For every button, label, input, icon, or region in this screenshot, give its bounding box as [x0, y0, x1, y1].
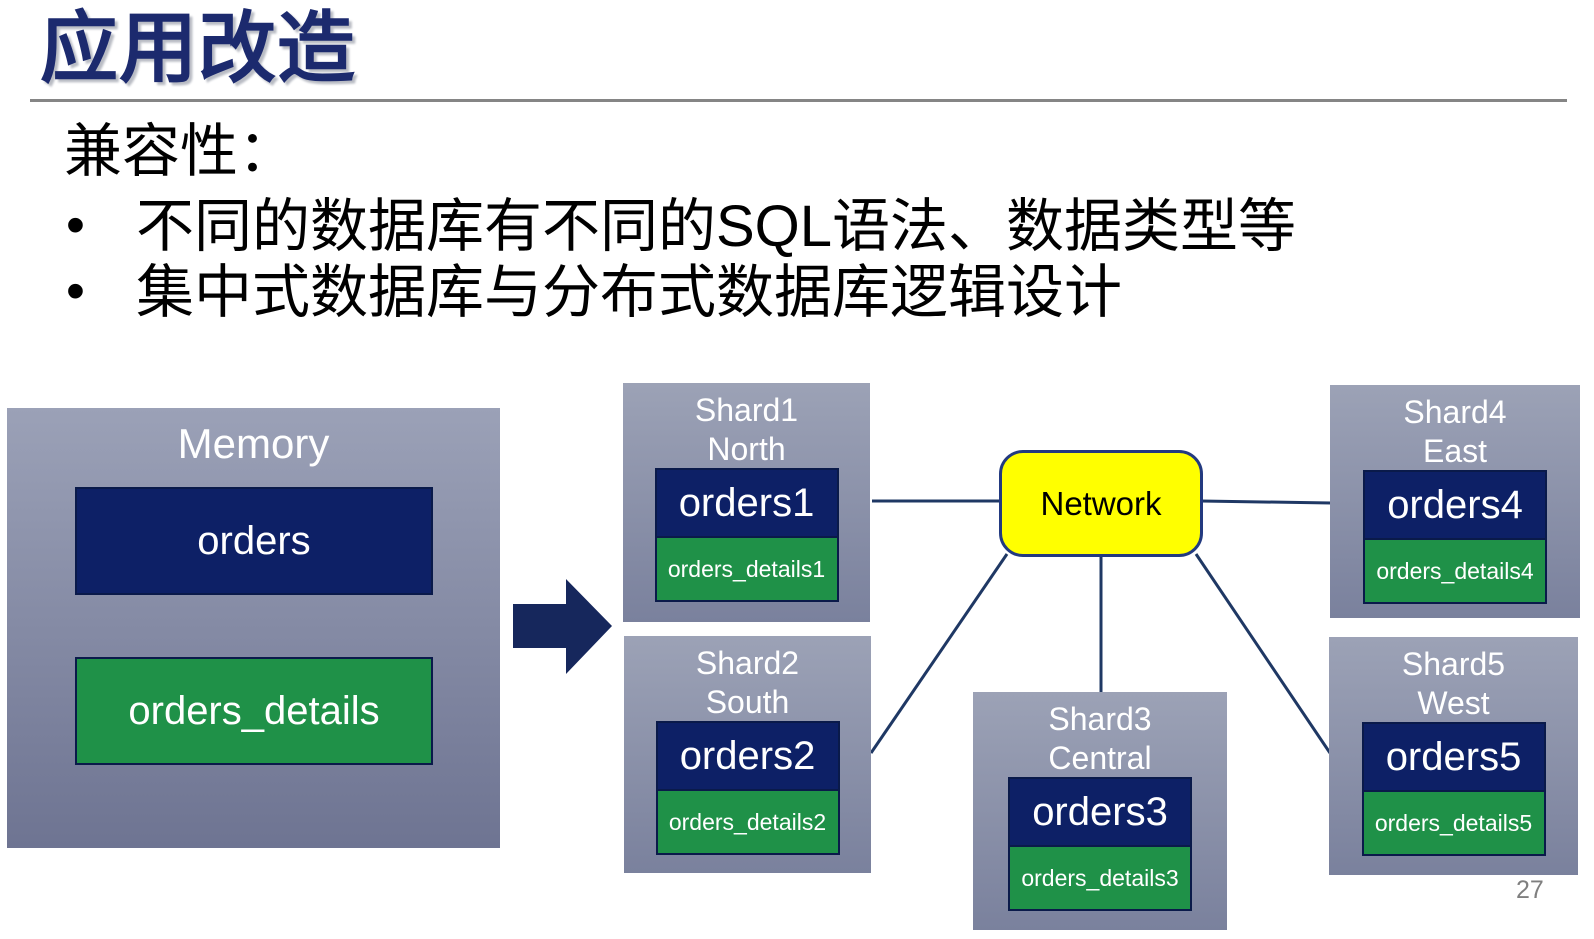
shard-details-table: orders_details4 — [1363, 538, 1547, 604]
shard-title: Shard5 West — [1329, 637, 1578, 723]
network-node: Network — [999, 450, 1203, 557]
shard-orders-table: orders1 — [654, 468, 839, 538]
shard-tables: orders3 orders_details3 — [1008, 777, 1192, 911]
shard-orders-table: orders5 — [1361, 722, 1546, 792]
shard-orders-table: orders4 — [1363, 470, 1547, 540]
shard-name: Shard3 — [1048, 701, 1152, 737]
shard-region: East — [1422, 433, 1488, 469]
shard-title: Shard1 North — [623, 383, 870, 469]
shard-tables: orders2 orders_details2 — [655, 721, 840, 855]
right-block-arrow-icon — [513, 579, 612, 674]
body-text-block: 兼容性： 不同的数据库有不同的SQL语法、数据类型等 集中式数据库与分布式数据库… — [64, 116, 1296, 326]
shard-region: South — [705, 684, 790, 720]
shard-box-4: Shard4 East orders4 orders_details4 — [1330, 385, 1580, 618]
shard-orders-table: orders2 — [655, 721, 840, 791]
page-number: 27 — [1516, 876, 1544, 904]
shard-region: West — [1417, 685, 1490, 721]
compatibility-heading: 兼容性： — [64, 119, 297, 184]
shard-tables: orders1 orders_details1 — [654, 468, 839, 602]
shard-orders-table: orders3 — [1008, 777, 1192, 847]
shard-name: Shard5 — [1401, 646, 1506, 682]
shard-title: Shard3 Central — [973, 692, 1227, 778]
shard-name: Shard1 — [694, 392, 799, 428]
shard-details-table: orders_details3 — [1008, 845, 1192, 911]
shard-title: Shard2 South — [624, 636, 871, 722]
shard-box-1: Shard1 North orders1 orders_details1 — [623, 383, 870, 622]
shard-region: North — [707, 431, 786, 467]
page-title: 应用改造 — [40, 4, 357, 92]
bullet-item: 集中式数据库与分布式数据库逻辑设计 — [64, 258, 1296, 326]
shard-details-table: orders_details5 — [1361, 790, 1546, 856]
shard-details-table: orders_details1 — [654, 536, 839, 602]
shard-tables: orders5 orders_details5 — [1361, 722, 1546, 856]
shard-box-5: Shard5 West orders5 orders_details5 — [1329, 637, 1578, 875]
connector-network-shard2 — [869, 553, 1009, 754]
shard-tables: orders4 orders_details4 — [1363, 470, 1547, 604]
shard-box-3: Shard3 Central orders3 orders_details3 — [973, 692, 1227, 930]
bullet-text: 集中式数据库与分布式数据库逻辑设计 — [136, 260, 1123, 325]
memory-orders-table: orders — [75, 487, 433, 595]
bullet-text: 不同的数据库有不同的SQL语法、数据类型等 — [136, 194, 1297, 259]
connector-network-shard4 — [1200, 499, 1332, 505]
shard-region: Central — [1048, 740, 1152, 776]
bullet-item: 不同的数据库有不同的SQL语法、数据类型等 — [64, 192, 1297, 260]
shard-title: Shard4 East — [1330, 385, 1580, 471]
shard-name: Shard2 — [695, 645, 800, 681]
shard-details-table: orders_details2 — [655, 789, 840, 855]
bullet-list: 不同的数据库有不同的SQL语法、数据类型等 集中式数据库与分布式数据库逻辑设计 — [64, 192, 1297, 326]
shard-box-2: Shard2 South orders2 orders_details2 — [624, 636, 871, 873]
shard-name: Shard4 — [1403, 394, 1507, 430]
connector-network-shard5 — [1194, 553, 1332, 754]
title-divider — [30, 99, 1567, 102]
memory-details-table: orders_details — [75, 657, 433, 765]
memory-box: Memory orders orders_details — [7, 408, 500, 848]
memory-label: Memory — [177, 420, 330, 467]
